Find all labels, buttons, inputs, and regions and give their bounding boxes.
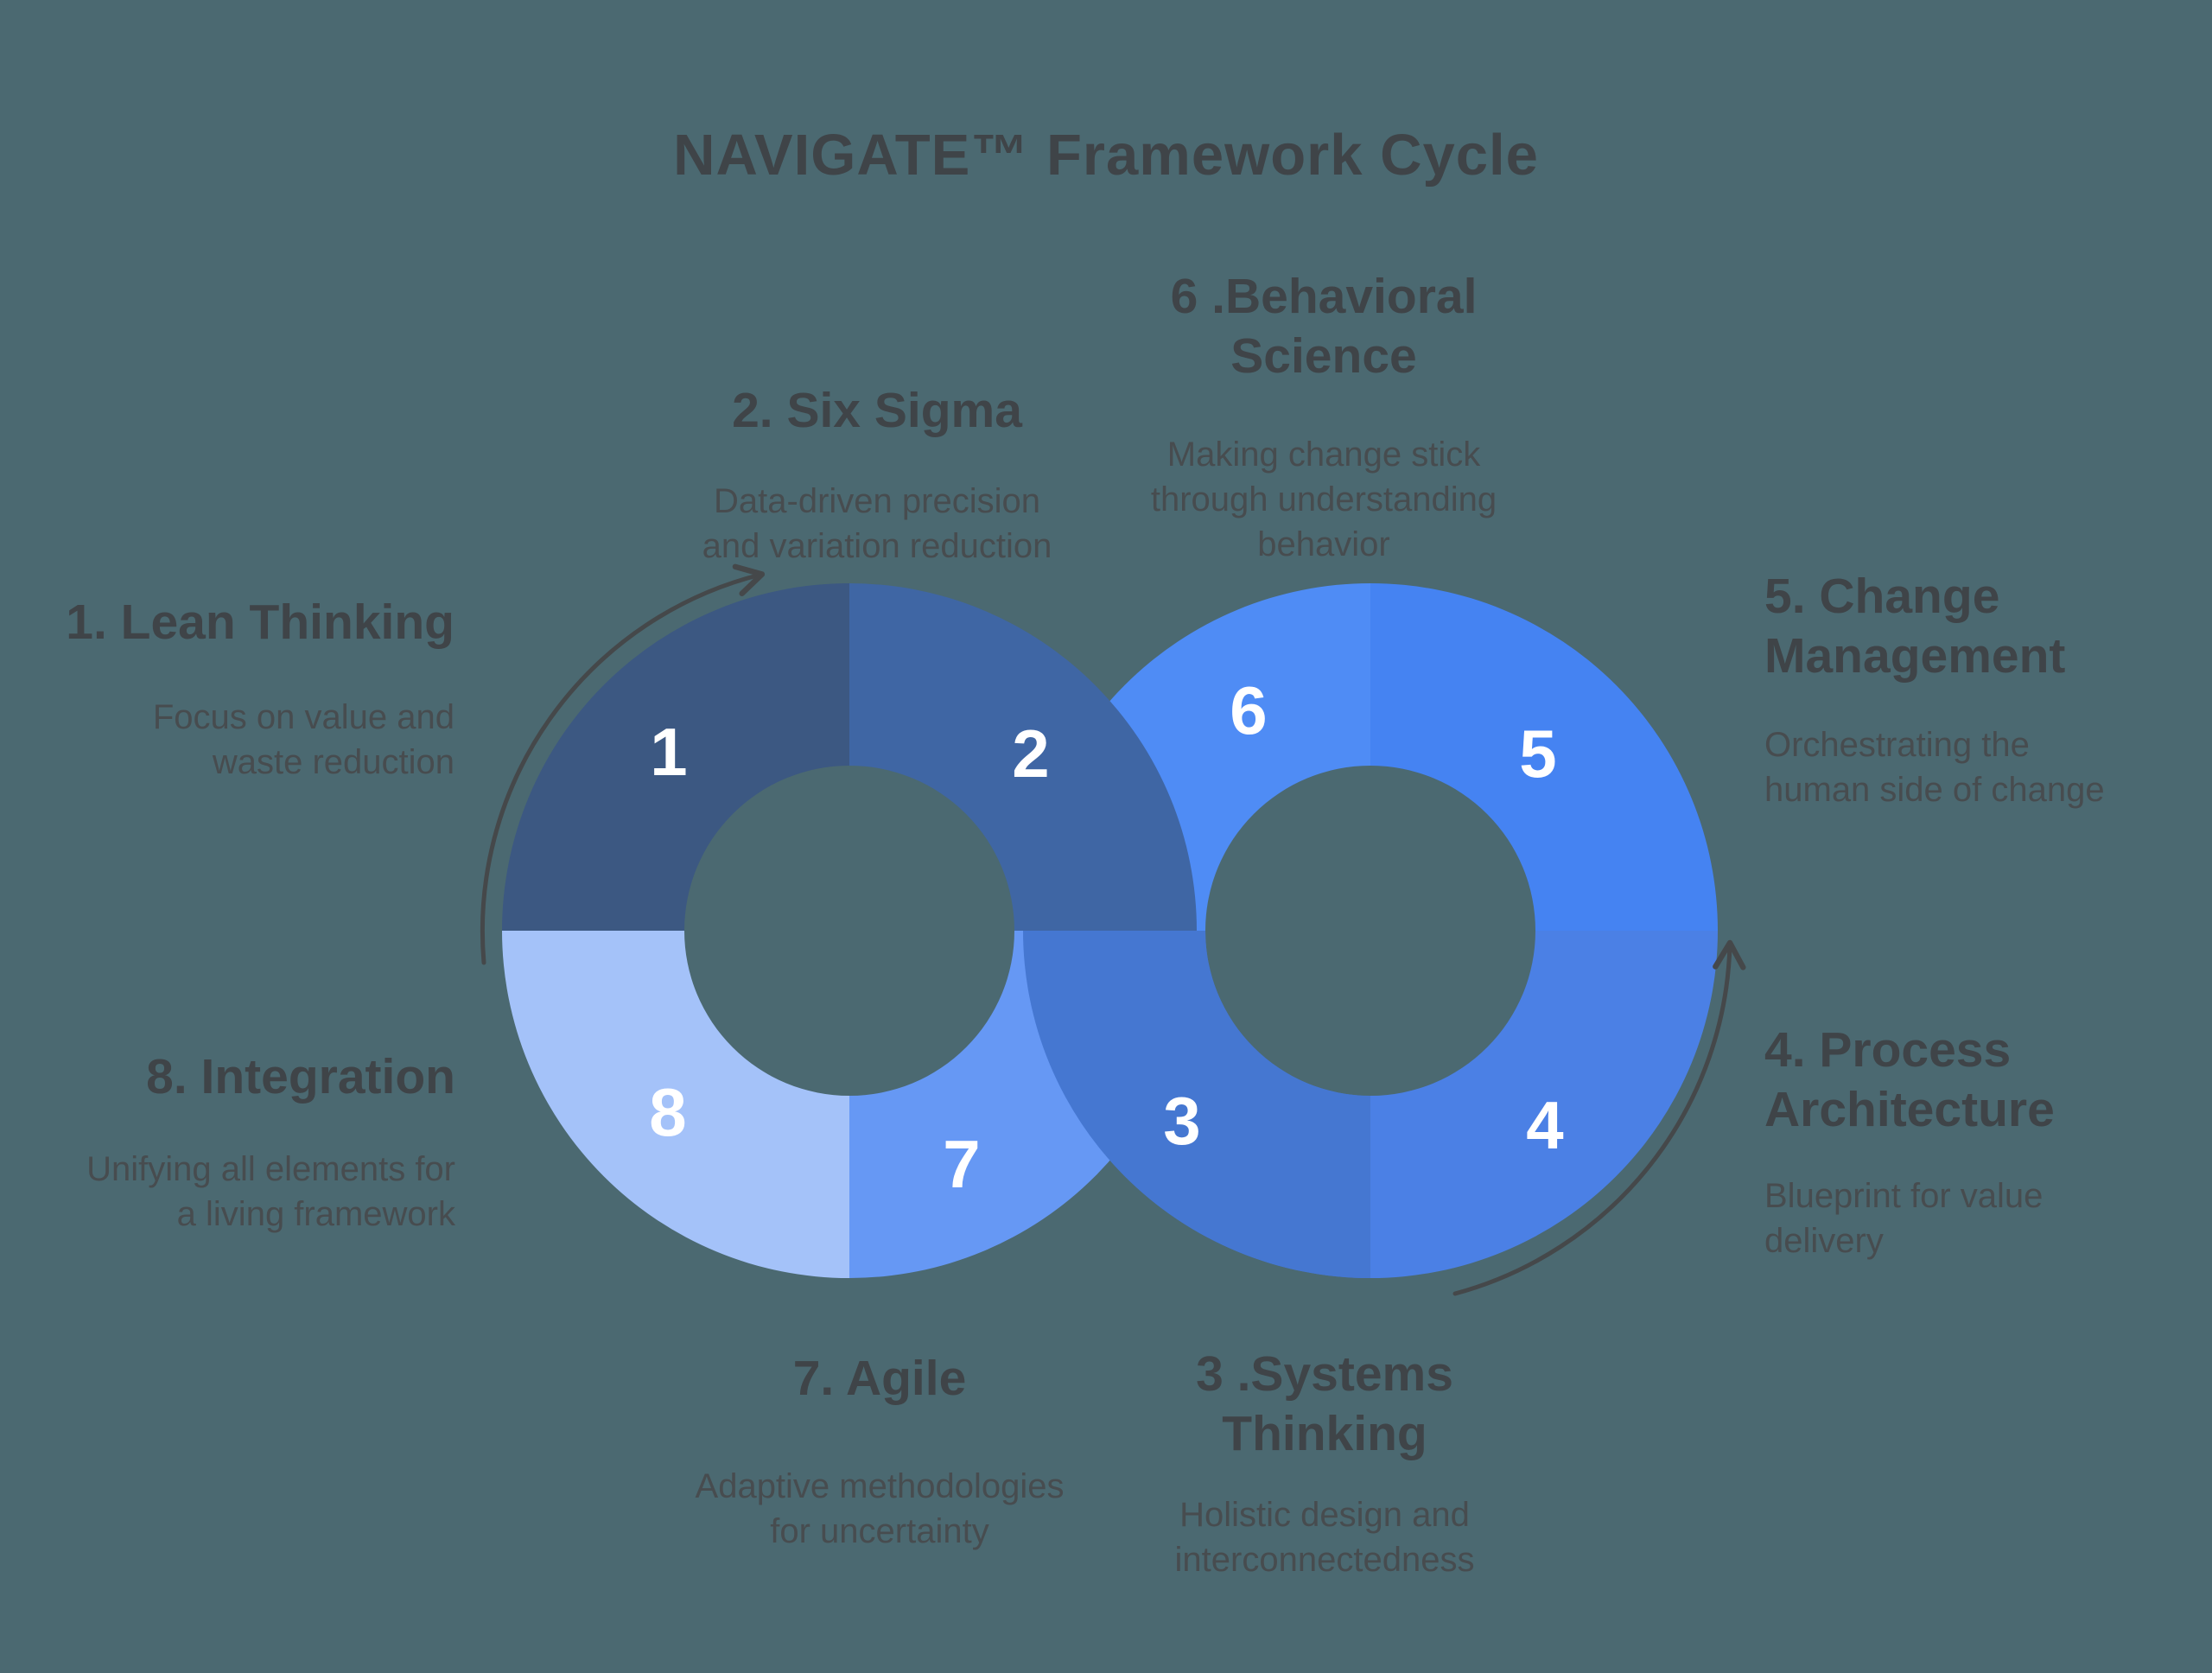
integration-heading: 8. Integration bbox=[146, 1049, 455, 1104]
label-lean-thinking: 1. Lean Thinking Focus on value and wast… bbox=[0, 577, 454, 800]
left-ring-segment-2 bbox=[849, 583, 1197, 931]
label-agile: 7. Agile Adaptive methodologies for unce… bbox=[534, 1333, 1225, 1569]
cycle-arrow-bottom-right bbox=[1452, 939, 1746, 1296]
label-behavioral-science: 6 .Behavioral Science Making change stic… bbox=[978, 251, 1669, 582]
integration-description: Unifying all elements for a living frame… bbox=[86, 1149, 455, 1233]
lean-thinking-heading: 1. Lean Thinking bbox=[66, 595, 454, 650]
change-management-description: Orchestrating the human side of change bbox=[1764, 725, 2105, 809]
six-sigma-description: Data-driven precision and variation redu… bbox=[702, 481, 1052, 565]
label-integration: 8. Integration Unifying all elements for… bbox=[0, 1032, 455, 1252]
segment-4-number: 4 bbox=[1526, 1087, 1563, 1163]
segment-3-number: 3 bbox=[1163, 1083, 1200, 1159]
label-process-architecture: 4. Process Architecture Blueprint for va… bbox=[1764, 1005, 2196, 1279]
label-change-management: 5. Change Management Orchestrating the h… bbox=[1764, 551, 2196, 828]
left-ring-segment-8 bbox=[502, 931, 849, 1278]
page-title: NAVIGATE™ Framework Cycle bbox=[673, 123, 1539, 188]
right-ring-segment-3-overlap bbox=[1023, 931, 1370, 1278]
six-sigma-heading: 2. Six Sigma bbox=[732, 383, 1022, 438]
segment-2-number: 2 bbox=[1012, 716, 1049, 792]
lean-thinking-description: Focus on value and waste reduction bbox=[152, 697, 454, 781]
cycle-arrow-top-left bbox=[480, 563, 766, 965]
process-architecture-description: Blueprint for value delivery bbox=[1764, 1176, 2044, 1260]
left-ring-segment-1 bbox=[502, 583, 849, 931]
right-ring-segment-4 bbox=[1370, 931, 1718, 1278]
agile-description: Adaptive methodologies for uncertainty bbox=[695, 1466, 1065, 1550]
behavioral-science-heading: 6 .Behavioral Science bbox=[1170, 269, 1478, 384]
segment-7-number: 7 bbox=[943, 1126, 980, 1202]
behavioral-science-description: Making change stick through understandin… bbox=[1150, 435, 1497, 563]
change-management-heading: 5. Change Management bbox=[1764, 569, 2066, 684]
segment-8-number: 8 bbox=[649, 1074, 686, 1150]
right-ring-segment-5 bbox=[1370, 583, 1718, 931]
systems-thinking-heading: 3 .Systems Thinking bbox=[1196, 1346, 1453, 1461]
label-systems-thinking: 3 .Systems Thinking Holistic design and … bbox=[979, 1329, 1670, 1598]
agile-heading: 7. Agile bbox=[792, 1351, 967, 1406]
process-architecture-heading: 4. Process Architecture bbox=[1764, 1022, 2055, 1137]
segment-5-number: 5 bbox=[1519, 716, 1556, 792]
segment-6-number: 6 bbox=[1230, 672, 1267, 748]
label-six-sigma: 2. Six Sigma Data-driven precision and v… bbox=[531, 366, 1223, 584]
segment-1-number: 1 bbox=[650, 714, 687, 790]
systems-thinking-description: Holistic design and interconnectedness bbox=[1174, 1495, 1475, 1579]
